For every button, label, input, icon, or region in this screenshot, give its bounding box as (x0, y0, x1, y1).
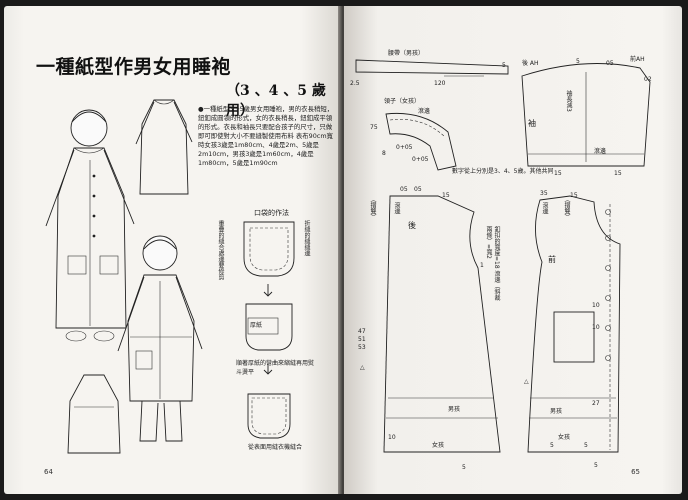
page-number-right: 65 (631, 468, 640, 476)
front-dim-5: 27 (592, 400, 600, 407)
sleeve-piece (521, 63, 651, 167)
back-dim-8: △ (360, 364, 365, 371)
back-dim-7: 53 (358, 344, 366, 351)
collar-label: 領子（女孩） (384, 98, 421, 105)
left-page: 一種紙型作男女用睡袍 （3 、4 、5 歲用） ●一種紙型3～5歲男女用睡袍，男… (4, 6, 342, 494)
front-dim-3: 10 (592, 302, 600, 309)
sleeve-dim-5: 15 (614, 170, 622, 177)
front-bodice-piece (527, 195, 621, 453)
collar-dim-3: 0+05 (396, 144, 413, 151)
collar-hem: 滾邊 (418, 108, 431, 115)
sleeve-dim-3: 02 (644, 76, 652, 83)
front-dim-2: 15 (570, 192, 578, 199)
pocket-step-1: 重疊的縫合處邊要修剪 (217, 220, 224, 280)
back-dim-10: 5 (462, 464, 466, 471)
sleeve-dim-2: 05 (606, 60, 614, 67)
back-dim-5: 47 (358, 328, 366, 335)
front-dim-8: 5 (584, 442, 588, 449)
waistband-dim-1: 2.5 (350, 80, 360, 87)
front-girl: 女孩 (558, 434, 571, 441)
description-text: ●一種紙型3～5歲男女用睡袍，男的衣長稍短，鈕釦成圓領的形式，女的衣長稍長，鈕釦… (198, 105, 334, 167)
waistband-piece (355, 59, 509, 77)
back-hem: 滾邊 (393, 202, 400, 214)
front-hem: 滾邊 (541, 202, 548, 214)
back-dim-1: 05 (400, 186, 408, 193)
collar-dim-2: 8 (382, 150, 386, 157)
sleeve-dim-1: 5 (576, 58, 580, 65)
front-label: 前 (548, 255, 556, 264)
book-spine (338, 6, 348, 494)
back-dim-9: 10 (388, 434, 396, 441)
collar-dim-1: 75 (370, 124, 378, 131)
front-dim-7: 5 (550, 442, 554, 449)
waistband-dim-3: 5 (502, 62, 506, 69)
sleeve-front-ah: 前AH (630, 56, 645, 63)
page-title: 一種紙型作男女用睡袍 (36, 56, 232, 78)
back-girl: 女孩 (432, 442, 445, 449)
front-dim-1: 35 (540, 190, 548, 197)
front-note: 釦扣的寬度=18 滾邊（斜裁兩條）=寬2 (485, 226, 500, 301)
collar-dim-4: 0+05 (412, 156, 429, 163)
waistband-dim-2: 120 (434, 80, 446, 87)
waistband-label: 腰帶（男孩） (388, 50, 425, 57)
pocket-diagram (243, 221, 295, 439)
right-page: 腰帶（男孩） 2.5 120 5 後 AH 前AH 袖 袖長減3 滾邊 5 05… (344, 6, 682, 494)
boy-illustration (117, 235, 203, 442)
page-number-left: 64 (44, 468, 53, 476)
pocket-step-2: 折縫的縫縫邊 (303, 220, 310, 256)
pocket-step-3: 厚紙 (250, 322, 263, 329)
sleeve-hem: 滾邊 (594, 148, 607, 155)
back-dim-6: 51 (358, 336, 366, 343)
sleeve-label: 袖 (528, 119, 536, 128)
back-bodice-piece (383, 195, 501, 453)
pocket-step-4: 順著厚紙的彎曲來縮縫再用熨斗燙平 (236, 360, 315, 376)
collar-piece (385, 112, 457, 171)
sleeve-note: 袖長減3 (565, 90, 572, 112)
front-buttons (605, 209, 611, 361)
robe-back-sketch (135, 99, 193, 195)
front-dim-4: 10 (592, 324, 600, 331)
front-dim-6: △ (524, 378, 529, 385)
back-boy: 男孩 (448, 406, 461, 413)
back-dim-2: 05 (414, 186, 422, 193)
pocket-step-5: 從表面用縫衣機縫合 (248, 444, 303, 451)
dress-back-sketch (67, 374, 121, 454)
back-label: 後 (408, 221, 416, 230)
front-dim-9: 5 (594, 462, 598, 469)
front-fold: （摺雙） (563, 196, 570, 220)
sleeve-back-ah: 後 AH (522, 60, 539, 67)
girl-illustration (45, 109, 135, 342)
age-range: （3 、4 、5 歲用） (226, 83, 326, 119)
collar-note: 數字從上分別是3、4、5歲。其他共同 (452, 168, 554, 175)
sleeve-dim-4: 15 (554, 170, 562, 177)
back-dim-4: 1 (480, 262, 484, 269)
back-dim-3: 15 (442, 192, 450, 199)
front-boy: 男孩 (550, 408, 563, 415)
pocket-heading: 口袋的作法 (254, 209, 289, 217)
back-fold: （摺雙） (369, 196, 376, 220)
